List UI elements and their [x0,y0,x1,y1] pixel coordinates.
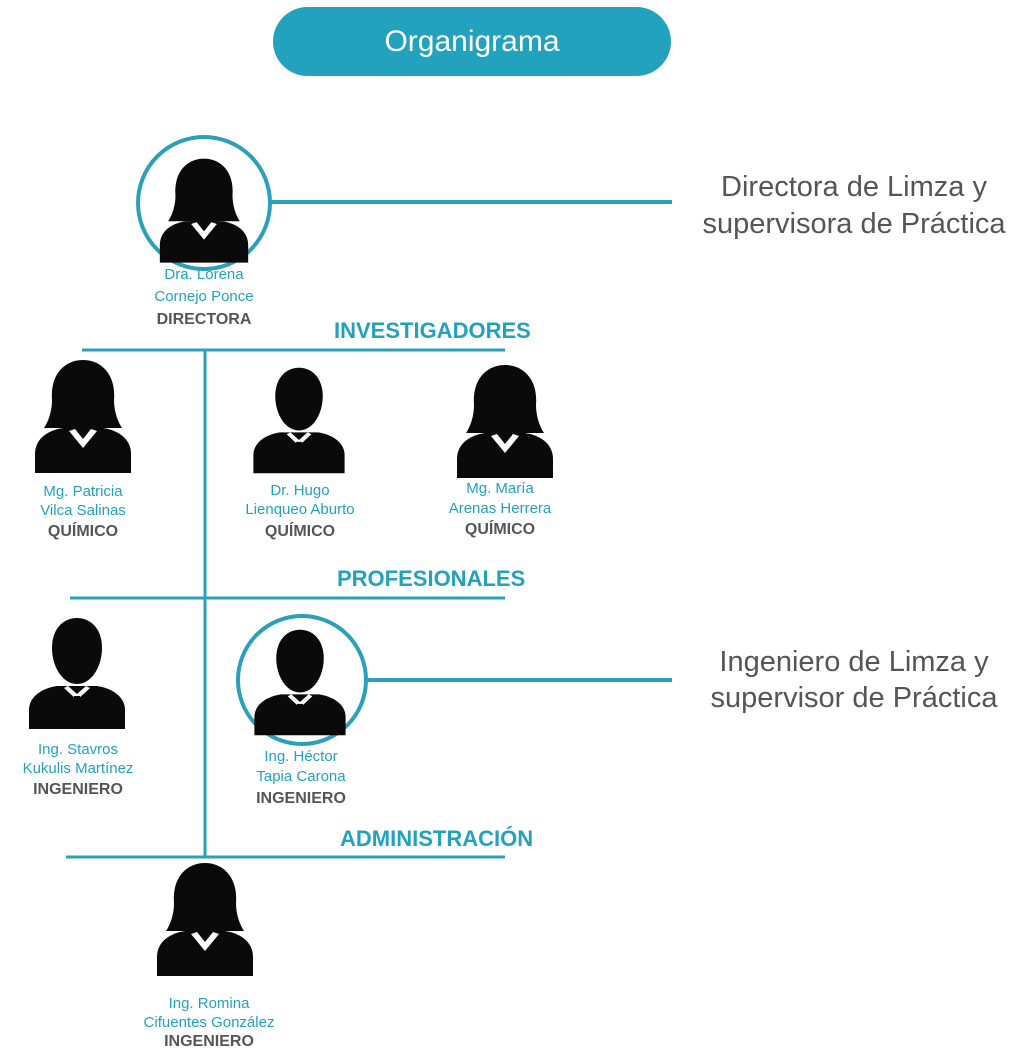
directora-description-line1: Directora de Limza y [721,171,987,203]
section-investigadores: INVESTIGADORES [334,318,531,343]
person-role: QUÍMICO [264,523,336,540]
person-role: INGENIERO [33,781,123,798]
person-name: Dr. Hugo [270,482,330,499]
person-name: Mg. María [466,480,534,497]
person-name: Ing. Stavros [37,741,119,758]
person-name: Lienqueo Aburto [245,501,355,518]
person-name: Arenas Herrera [448,500,552,517]
page-title: Organigrama [384,24,560,58]
section-profesionales: PROFESIONALES [337,566,526,591]
person-name: Cifuentes González [143,1014,275,1031]
person-role: INGENIERO [164,1033,254,1050]
title-pill: Organigrama [273,7,671,76]
person-role: INGENIERO [256,790,346,807]
female-person-icon [457,365,553,478]
person-role: DIRECTORA [156,311,252,328]
ingeniero-description-line1: Ingeniero de Limza y [719,646,989,678]
person-name: Kukulis Martínez [22,760,134,777]
person-role: QUÍMICO [47,523,119,540]
person-role: QUÍMICO [464,521,536,538]
person-name: Cornejo Ponce [154,288,254,305]
person-name: Tapia Carona [256,768,346,785]
ingeniero-description-line2: supervisor de Práctica [710,682,998,714]
person-name: Vilca Salinas [40,502,126,519]
male-person-icon [29,618,125,729]
person-name: Mg. Patricia [43,483,123,500]
female-person-icon [157,863,253,976]
person-name: Ing. Romina [168,995,250,1012]
person-name: Dra. Lorena [164,266,244,283]
section-administracion: ADMINISTRACIÓN [340,826,534,851]
female-person-icon [35,360,131,473]
directora-description-line2: supervisora de Práctica [702,208,1006,240]
person-name: Ing. Héctor [264,748,338,765]
male-person-icon [253,367,345,474]
